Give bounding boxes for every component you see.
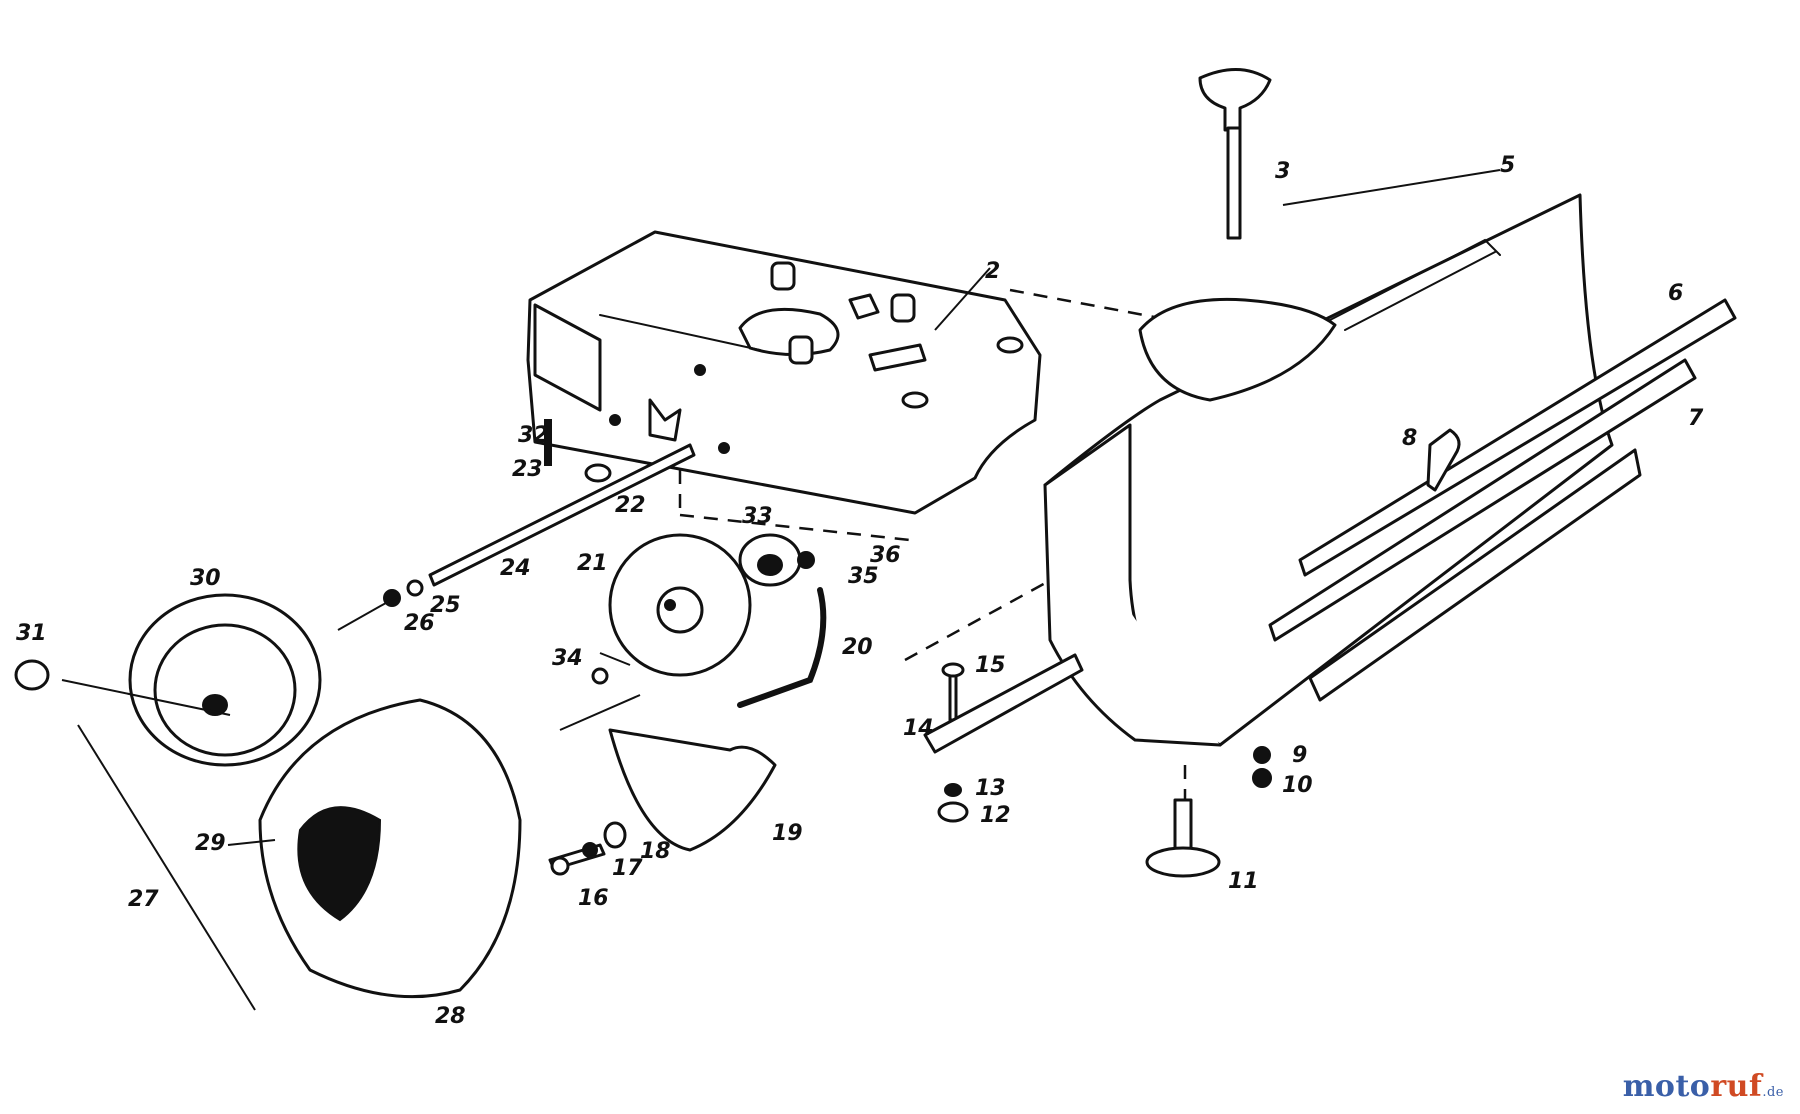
crank-handle <box>1198 68 1272 240</box>
leader-lines <box>61 169 1501 1011</box>
callout-16: 16 <box>578 886 609 911</box>
callout-21: 21 <box>577 551 608 576</box>
callout-23: 23 <box>512 457 543 482</box>
tire <box>258 698 522 999</box>
chain-guard <box>608 728 777 852</box>
callout-22: 22 <box>615 493 646 518</box>
chain <box>737 587 827 708</box>
axle-assembly <box>428 398 696 587</box>
watermark-part-1: moto <box>1622 1069 1711 1104</box>
small-hardware <box>14 428 1461 878</box>
callout-8: 8 <box>1402 426 1417 451</box>
callout-36: 36 <box>870 543 901 568</box>
callout-26: 26 <box>404 611 435 636</box>
callout-3: 3 <box>1275 159 1290 184</box>
snow-blade <box>1043 193 1614 747</box>
callout-30: 30 <box>190 566 221 591</box>
callout-labels: 2 3 5 6 7 8 9 10 11 12 13 14 15 16 17 18… <box>16 153 1704 1029</box>
wheel-rim <box>128 593 322 767</box>
callout-9: 9 <box>1292 743 1307 768</box>
hub <box>738 533 802 587</box>
callout-25: 25 <box>430 593 461 618</box>
callout-29: 29 <box>195 831 226 856</box>
scraper-bars <box>1268 298 1737 702</box>
callout-17: 17 <box>612 856 643 881</box>
callout-34: 34 <box>552 646 583 671</box>
callout-13: 13 <box>975 776 1006 801</box>
callout-19: 19 <box>772 821 803 846</box>
watermark-tld: .de <box>1762 1085 1784 1100</box>
callout-6: 6 <box>1668 281 1683 306</box>
sprocket <box>608 533 752 677</box>
gear-housing <box>526 230 1042 515</box>
motoruf-watermark: motoruf.de <box>1623 1069 1784 1104</box>
callout-12: 12 <box>980 803 1011 828</box>
callout-31: 31 <box>16 621 47 646</box>
callout-15: 15 <box>975 653 1006 678</box>
callout-32: 32 <box>518 423 549 448</box>
callout-5: 5 <box>1500 153 1515 178</box>
watermark-part-2: ruf <box>1710 1069 1763 1104</box>
callout-7: 7 <box>1688 406 1704 431</box>
callout-27: 27 <box>128 887 159 912</box>
callout-28: 28 <box>435 1004 466 1029</box>
callout-33: 33 <box>742 504 773 529</box>
callout-10: 10 <box>1282 773 1313 798</box>
callout-2: 2 <box>985 259 1000 284</box>
callout-20: 20 <box>842 635 873 660</box>
callout-11: 11 <box>1228 869 1259 894</box>
callout-35: 35 <box>848 564 879 589</box>
callout-18: 18 <box>640 839 671 864</box>
callout-24: 24 <box>500 556 531 581</box>
callout-14: 14 <box>903 716 934 741</box>
